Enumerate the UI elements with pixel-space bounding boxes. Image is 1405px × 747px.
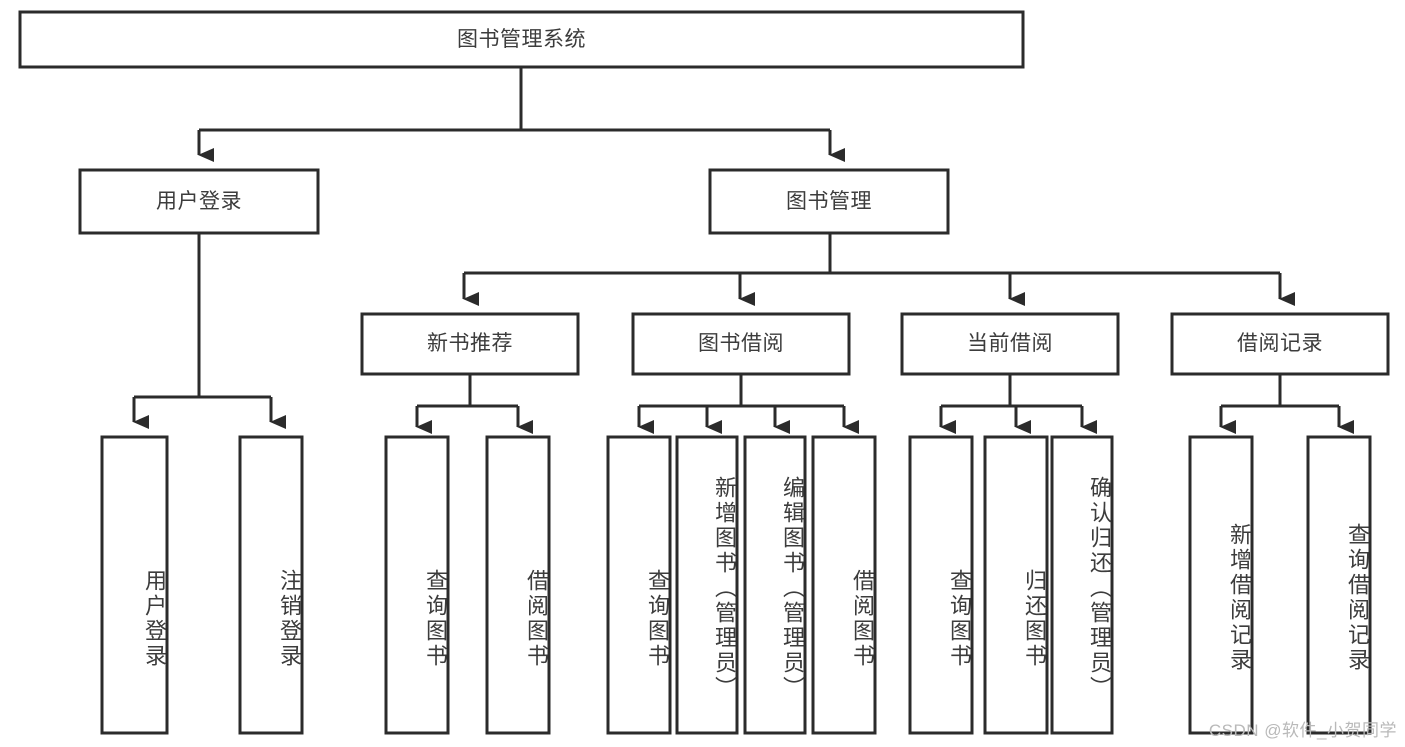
node-box-leaf-return-book[interactable] (983, 435, 1049, 735)
node-box-borrow-record[interactable] (1170, 312, 1390, 376)
node-box-leaf-query-book-borrow[interactable] (606, 435, 672, 735)
node-box-leaf-query-book-recommend[interactable] (384, 435, 450, 735)
connector-current-borrow-to-leaves (939, 374, 1097, 434)
connector-root-to-level2 (197, 67, 845, 162)
node-box-new-book-recommend[interactable] (360, 312, 580, 376)
node-box-book-management[interactable] (708, 168, 950, 235)
node-box-leaf-query-borrow-record[interactable] (1306, 435, 1372, 735)
node-box-leaf-confirm-return[interactable] (1050, 435, 1114, 735)
node-box-leaf-borrow-book-recommend[interactable] (485, 435, 551, 735)
node-box-leaf-add-borrow-record[interactable] (1188, 435, 1254, 735)
node-box-leaf-add-book[interactable] (675, 435, 739, 735)
node-box-leaf-borrow-book[interactable] (811, 435, 877, 735)
node-box-leaf-user-logout[interactable] (238, 435, 304, 735)
node-box-book-borrow[interactable] (631, 312, 851, 376)
connector-new-book-recommend-to-leaves (415, 374, 533, 434)
node-box-leaf-query-book-current[interactable] (908, 435, 974, 735)
connector-user-login-to-leaves (132, 233, 286, 429)
connector-borrow-record-to-leaves (1219, 374, 1354, 434)
connector-book-borrow-to-leaves (637, 374, 859, 434)
connector-book-management-to-level3 (462, 233, 1295, 306)
node-box-leaf-edit-book[interactable] (743, 435, 807, 735)
node-box-current-borrow[interactable] (900, 312, 1120, 376)
node-box-user-login[interactable] (78, 168, 320, 235)
node-box-root[interactable] (18, 10, 1025, 69)
node-box-leaf-user-login[interactable] (100, 435, 169, 735)
